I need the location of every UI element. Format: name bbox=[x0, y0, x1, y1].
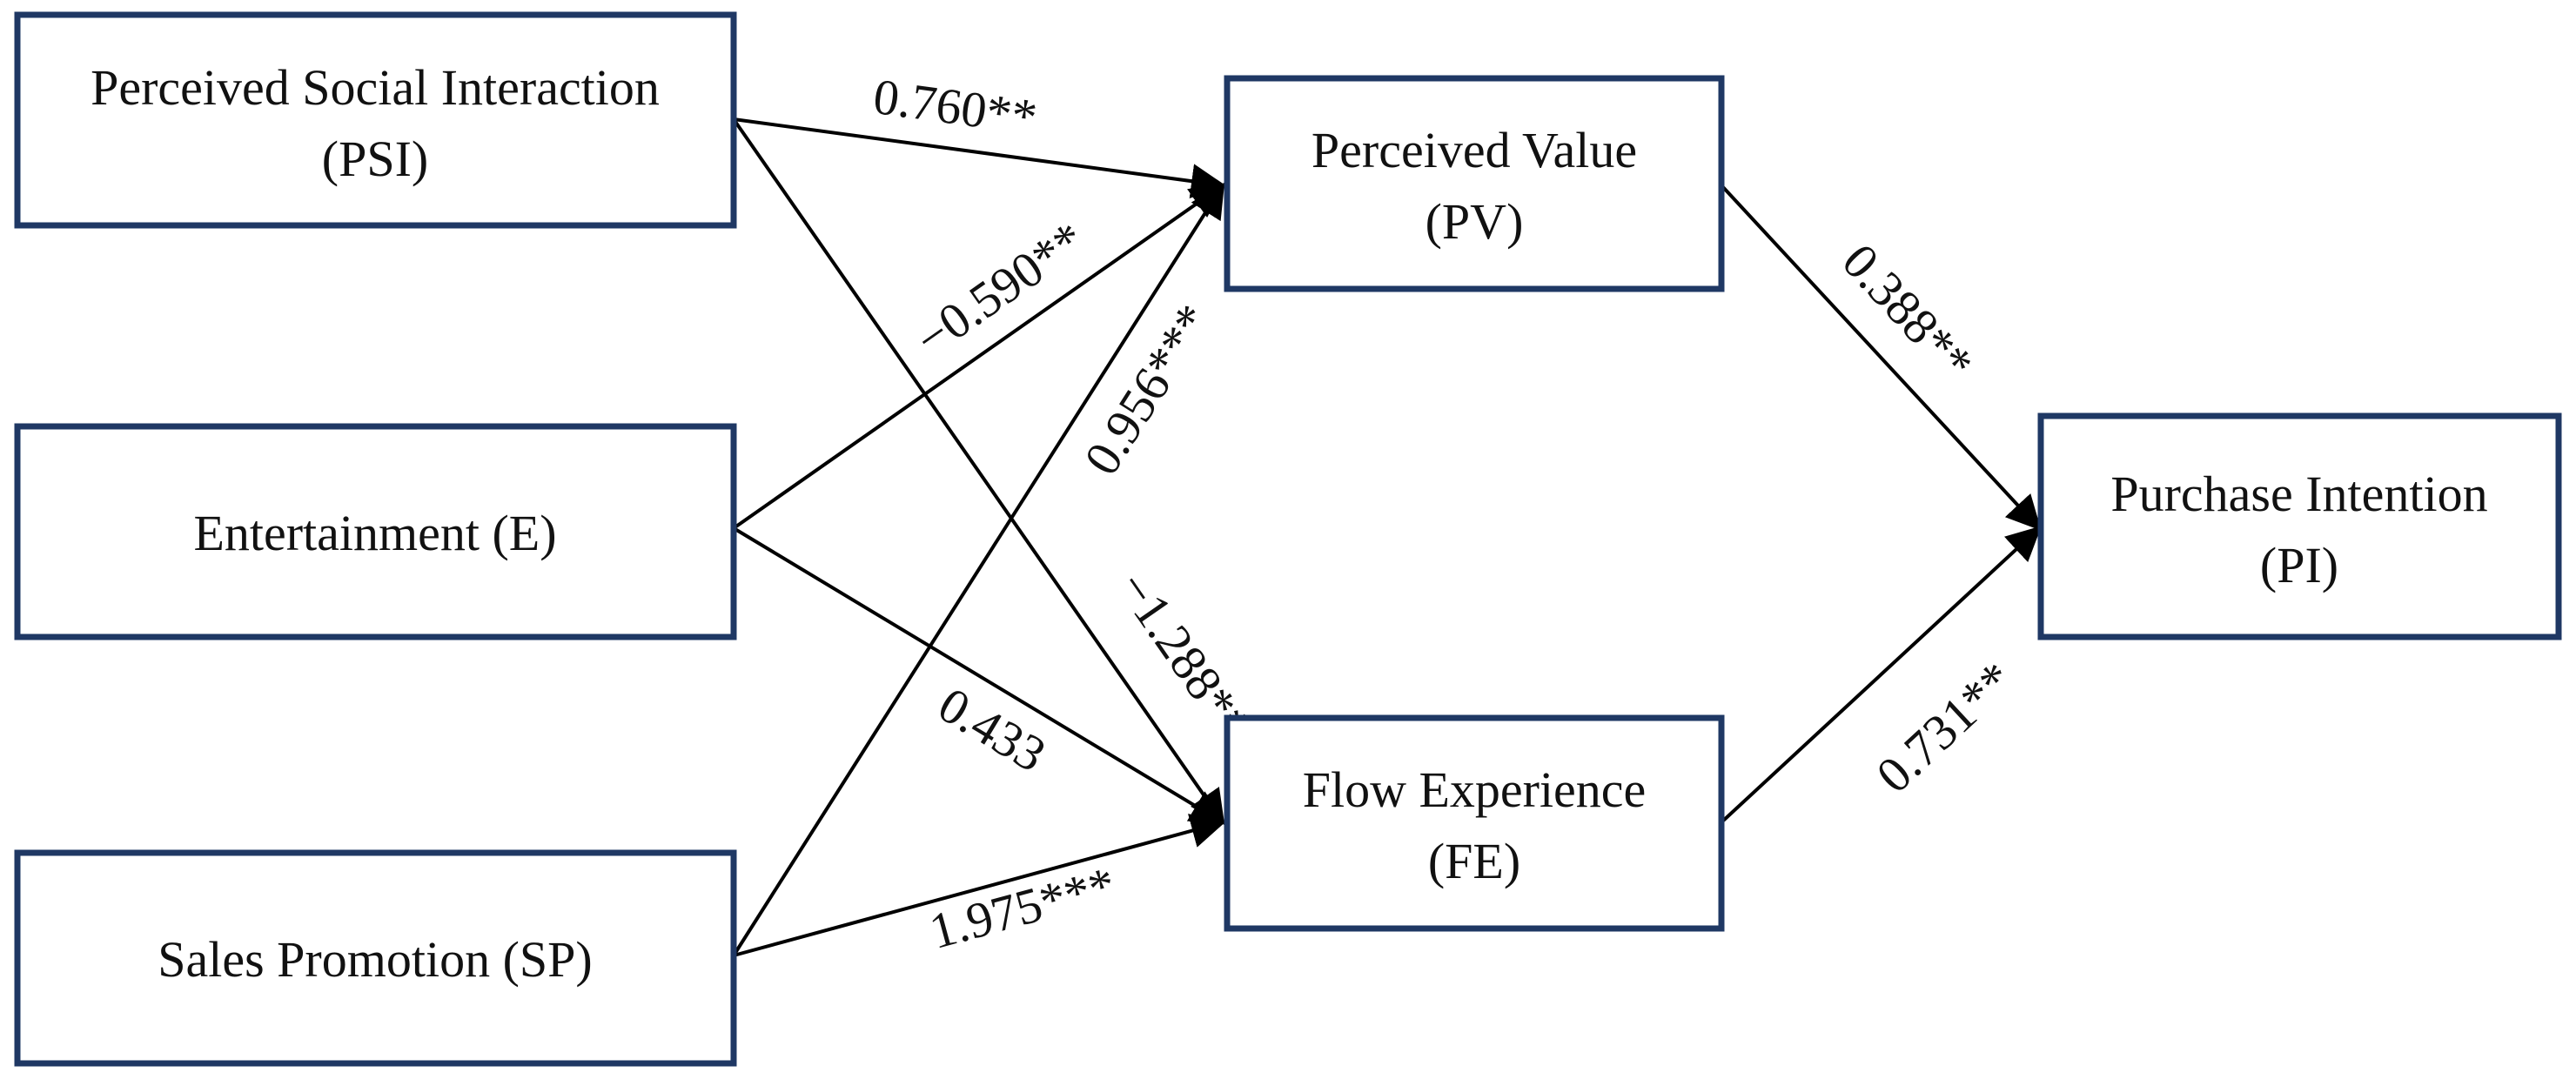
node-psi-box bbox=[14, 11, 737, 229]
node-pv: Perceived Value (PV) bbox=[1224, 75, 1725, 292]
arrow-psi-to-pv bbox=[733, 117, 1226, 198]
arrow-sp-to-fe bbox=[733, 814, 1226, 957]
coef-fe-pi: 0.731** bbox=[1866, 651, 2024, 804]
node-e-label: Entertainment (E) bbox=[193, 505, 556, 561]
node-pv-label-line2: (PV) bbox=[1426, 193, 1524, 250]
node-psi-label-line1: Perceived Social Interaction bbox=[91, 59, 660, 116]
node-pi-label-line1: Purchase Intention bbox=[2110, 466, 2487, 522]
node-pv-label-line1: Perceived Value bbox=[1311, 122, 1637, 178]
coef-sp-pv: 0.956*** bbox=[1073, 294, 1222, 484]
node-pi: Purchase Intention (PI) bbox=[2037, 412, 2562, 640]
node-pi-label-line2: (PI) bbox=[2260, 537, 2338, 593]
coef-psi-pv: 0.760** bbox=[870, 68, 1041, 146]
arrow-sp-to-pv bbox=[732, 182, 1225, 957]
node-fe: Flow Experience (FE) bbox=[1224, 714, 1725, 932]
node-e: Entertainment (E) bbox=[14, 423, 737, 640]
node-fe-label-line1: Flow Experience bbox=[1303, 761, 1647, 818]
arrow-e-to-pv bbox=[732, 183, 1226, 530]
edges bbox=[732, 117, 2042, 957]
arrow-psi-to-fe bbox=[732, 117, 1225, 826]
node-sp: Sales Promotion (SP) bbox=[14, 849, 737, 1067]
arrow-e-to-fe bbox=[732, 526, 1226, 825]
coef-e-pv: −0.590** bbox=[905, 211, 1095, 367]
node-fe-box bbox=[1224, 714, 1725, 932]
node-sp-label: Sales Promotion (SP) bbox=[158, 931, 593, 988]
coef-pv-pi: 0.388** bbox=[1831, 233, 1984, 392]
node-psi-label-line2: (PSI) bbox=[322, 131, 428, 187]
arrow-pv-to-pi bbox=[1720, 184, 2042, 531]
node-e-box bbox=[14, 423, 737, 640]
node-fe-label-line2: (FE) bbox=[1428, 833, 1520, 889]
arrow-fe-to-pi bbox=[1720, 526, 2042, 824]
node-sp-box bbox=[14, 849, 737, 1067]
coef-e-fe: 0.433 bbox=[929, 676, 1055, 783]
node-psi: Perceived Social Interaction (PSI) bbox=[14, 11, 737, 229]
node-pi-box bbox=[2037, 412, 2562, 640]
node-pv-box bbox=[1224, 75, 1725, 292]
coef-sp-fe: 1.975*** bbox=[923, 855, 1121, 960]
